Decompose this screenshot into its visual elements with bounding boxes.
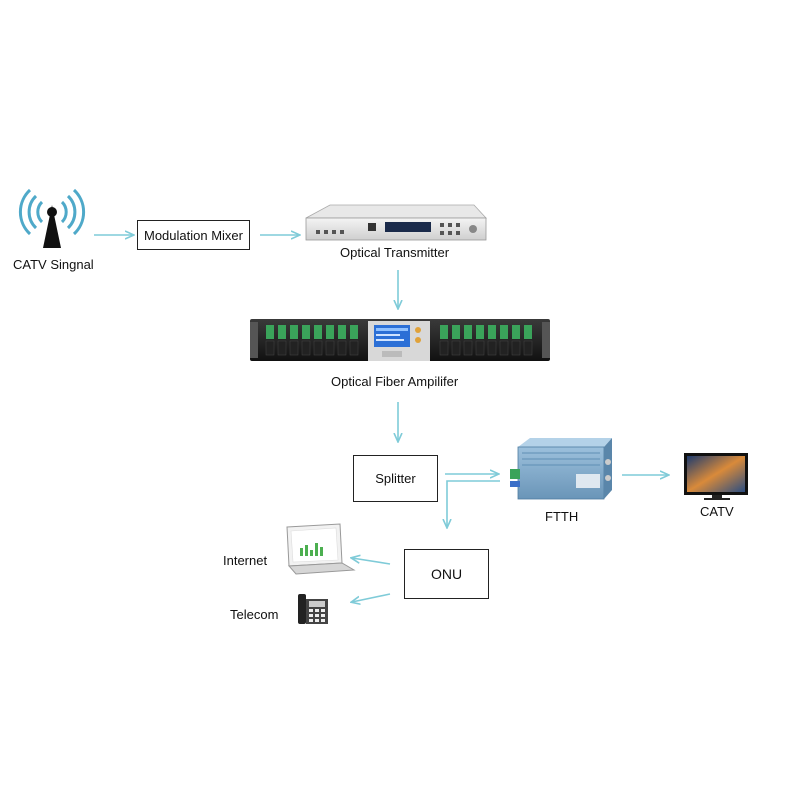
antenna-icon — [18, 188, 86, 248]
internet-label: Internet — [223, 553, 268, 568]
modulation-mixer-label: Modulation Mixer — [144, 227, 243, 243]
arrow-onu-to-telecom — [352, 593, 391, 602]
optical-transmitter-device — [305, 204, 487, 241]
ftth-label: FTTH — [545, 509, 579, 524]
laptop-icon — [286, 523, 356, 575]
arrows — [94, 235, 668, 602]
telecom-label: Telecom — [230, 607, 279, 622]
optical-transmitter-label: Optical Transmitter — [340, 245, 450, 260]
onu-box: ONU — [404, 549, 489, 599]
tv-icon — [684, 453, 748, 500]
optical-fiber-amplifier-label: Optical Fiber Ampilifer — [331, 374, 459, 389]
telephone-icon — [298, 594, 328, 624]
catv-signal-label: CATV Singnal — [13, 257, 94, 272]
arrow-onu-to-internet — [352, 558, 391, 565]
modulation-mixer-box: Modulation Mixer — [137, 220, 250, 250]
splitter-label: Splitter — [375, 471, 416, 486]
arrow-ftth-to-onu — [447, 480, 500, 527]
splitter-box: Splitter — [353, 455, 438, 502]
catv-label: CATV — [700, 504, 734, 519]
onu-label: ONU — [430, 566, 463, 582]
optical-fiber-amplifier-device — [250, 319, 550, 361]
ftth-receiver-device — [510, 438, 612, 500]
